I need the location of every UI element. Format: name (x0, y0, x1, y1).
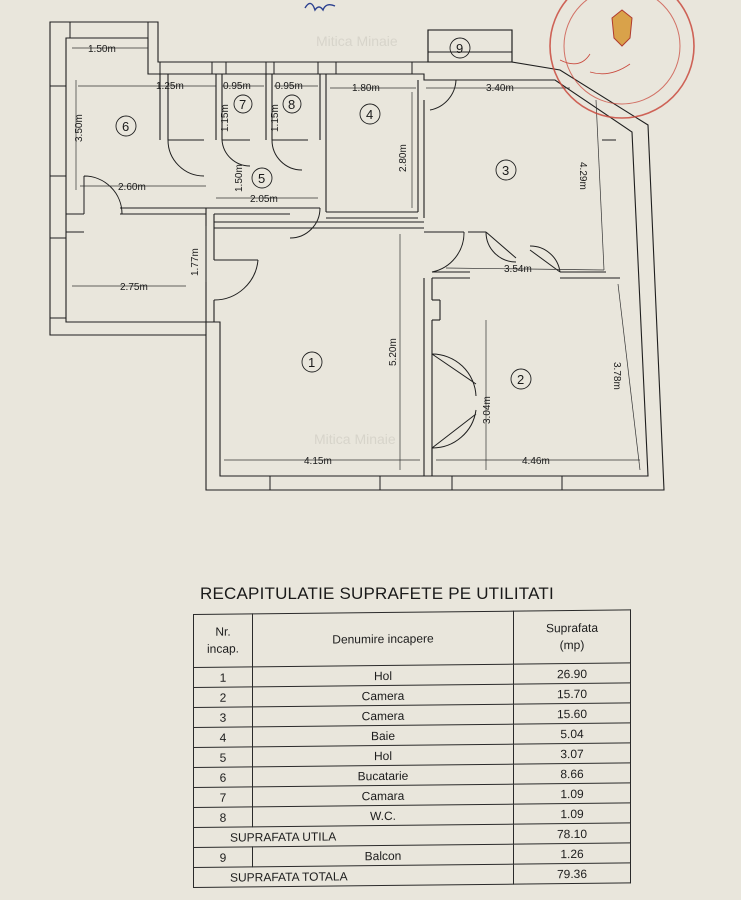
watermark-middle: Mitica Minaie (314, 431, 396, 447)
row-name: Camara (252, 784, 514, 807)
row-area: 5.04 (513, 722, 631, 745)
interior-walls (66, 74, 620, 476)
row-name: W.C. (252, 804, 514, 827)
row-nr: 3 (193, 706, 253, 728)
row-area: 8.66 (513, 762, 631, 785)
dim-kitchen-height: 3.50m (74, 114, 85, 142)
svg-text:4: 4 (366, 107, 373, 122)
doors (83, 79, 561, 449)
dim-bathroom-width: 1.80m (352, 83, 380, 94)
row-nr: 1 (193, 666, 253, 688)
coat-of-arms-icon (611, 9, 633, 47)
dim-hol5-width: 2.05m (250, 194, 278, 205)
dim-room2-inner: 3.04m (482, 396, 493, 424)
svg-text:1: 1 (308, 355, 315, 370)
useful-area-value: 78.10 (513, 822, 631, 845)
dim-room2-width: 4.46m (522, 456, 550, 467)
dim-kitchen-recess: 1.25m (156, 81, 184, 92)
recap-title: RECAPITULATIE SUPRAFETE PE UTILITATI (200, 584, 554, 603)
dim-wc-width: 0.95m (275, 81, 303, 92)
room-marker-8: 8 (282, 94, 302, 114)
total-area-row: SUPRAFATA TOTALA 79.36 (193, 862, 631, 888)
windows (49, 21, 616, 491)
dim-bathroom-depth: 2.80m (398, 144, 409, 172)
room-marker-2: 2 (510, 368, 532, 390)
row-name: Camera (252, 684, 514, 707)
dim-kitchen-top: 1.50m (88, 44, 116, 55)
watermark-top: Mitica Minaie (316, 33, 398, 49)
row-name: Camera (252, 704, 514, 727)
room-numbers: 1 2 3 4 5 6 7 8 9 (115, 37, 532, 390)
svg-text:7: 7 (239, 97, 246, 112)
dim-hall-height: 5.20m (388, 338, 399, 366)
balcony-area: 1.26 (513, 842, 631, 865)
header-denumire: Denumire incapere (252, 611, 514, 667)
header-suprafata: Suprafata (mp) (513, 609, 631, 665)
table-header-row: Nr. incap. Denumire incapere Suprafata (… (193, 609, 631, 668)
official-stamp (549, 0, 695, 119)
row-name: Hol (252, 744, 514, 767)
room-marker-3: 3 (495, 159, 517, 181)
floor-plan-drawing: 1.50m 1.25m 0.95m 0.95m 1.80m 3.40m 3.50… (49, 0, 695, 491)
dim-pantry-depth: 1.15m (220, 104, 231, 132)
dim-pantry-width: 0.95m (223, 81, 251, 92)
balcony-nr: 9 (193, 846, 253, 868)
svg-text:8: 8 (288, 97, 295, 112)
row-area: 15.60 (513, 702, 631, 725)
row-nr: 5 (193, 746, 253, 768)
svg-text:6: 6 (122, 119, 129, 134)
total-area-label: SUPRAFATA TOTALA (193, 864, 514, 888)
dim-wc-depth: 1.15m (270, 104, 281, 132)
balcony-name: Balcon (252, 844, 514, 867)
room-marker-1: 1 (301, 351, 323, 373)
header-nr: Nr. incap. (193, 613, 253, 668)
row-name: Hol (252, 664, 514, 687)
row-nr: 2 (193, 686, 253, 708)
row-area: 3.07 (513, 742, 631, 765)
row-name: Baie (252, 724, 514, 747)
row-nr: 8 (193, 806, 253, 828)
row-area: 26.90 (513, 662, 631, 685)
dimension-labels: 1.50m 1.25m 0.95m 0.95m 1.80m 3.40m 3.50… (74, 44, 622, 467)
room-marker-5: 5 (251, 167, 273, 189)
row-nr: 6 (193, 766, 253, 788)
room-marker-6: 6 (115, 115, 137, 137)
room-marker-9: 9 (449, 37, 471, 59)
dim-kitchen-width: 2.60m (118, 182, 146, 193)
total-area-value: 79.36 (513, 862, 631, 885)
signature-scribble (304, 2, 336, 12)
svg-text:2: 2 (517, 372, 524, 387)
dimension-lines (72, 47, 641, 471)
row-name: Bucatarie (252, 764, 514, 787)
row-area: 1.09 (513, 782, 631, 805)
dim-vestibule-width: 2.75m (120, 282, 148, 293)
room-marker-7: 7 (233, 94, 253, 114)
room-marker-4: 4 (359, 103, 381, 125)
dim-hall-width: 4.15m (304, 456, 332, 467)
dim-room3-bottom: 3.54m (504, 264, 532, 275)
dim-hol5-depth: 1.50m (234, 164, 245, 192)
dim-room3-width: 3.40m (486, 83, 514, 94)
row-nr: 4 (193, 726, 253, 748)
row-nr: 7 (193, 786, 253, 808)
svg-text:5: 5 (258, 171, 265, 186)
dim-room3-depth: 4.29m (577, 162, 588, 190)
surface-table: Nr. incap. Denumire incapere Suprafata (… (193, 609, 631, 888)
row-area: 15.70 (513, 682, 631, 705)
svg-text:9: 9 (456, 41, 463, 56)
row-area: 1.09 (513, 802, 631, 825)
dim-vestibule-depth: 1.77m (190, 248, 201, 276)
svg-text:3: 3 (502, 163, 509, 178)
dim-room2-height: 3.78m (611, 362, 622, 390)
